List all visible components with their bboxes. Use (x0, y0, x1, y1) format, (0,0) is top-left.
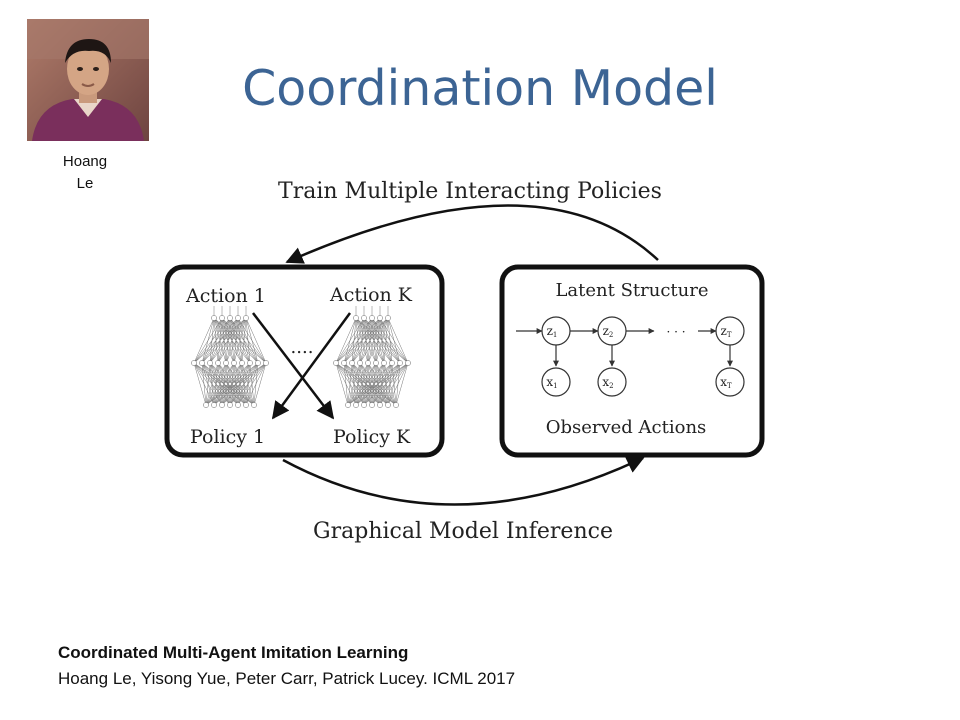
observed-node-2-symbol: x (602, 375, 609, 389)
slide-title: Coordination Model (242, 60, 718, 117)
chain-ellipsis: · · · (666, 325, 685, 339)
citation-authors: Hoang Le, Yisong Yue, Peter Carr, Patric… (58, 669, 516, 688)
latent-node-t-symbol: z (721, 324, 727, 338)
latent-node-1: z1 (541, 316, 571, 346)
person-photo-icon (27, 19, 149, 141)
cross-arrow-action1-to-policyk (252, 312, 335, 420)
presenter-name: Hoang Le (40, 151, 130, 195)
policies-box (164, 264, 445, 458)
observed-node-1-subscript: 1 (553, 382, 557, 390)
latent-structure-label: Latent Structure (555, 280, 708, 301)
top-label: Train Multiple Interacting Policies (278, 179, 662, 204)
observed-node-2: x2 (597, 367, 627, 397)
graphical-model-box (499, 264, 765, 458)
policy-1-label: Policy 1 (190, 426, 265, 448)
latent-node-2-subscript: 2 (609, 331, 613, 339)
cross-arrow-actionk-to-policy1 (271, 312, 352, 420)
svg-text:z1: z1 (547, 324, 558, 339)
citation: Coordinated Multi-Agent Imitation Learni… (58, 640, 918, 692)
svg-text:z2: z2 (603, 324, 614, 339)
latent-node-t: zT (715, 316, 745, 346)
observed-node-t-subscript: T (727, 382, 732, 390)
latent-node-1-subscript: 1 (553, 331, 557, 339)
svg-text:zT: zT (721, 324, 732, 339)
latent-node-2-symbol: z (603, 324, 609, 338)
top-arrow (285, 204, 659, 264)
observed-node-1-symbol: x (546, 375, 553, 389)
latent-node-2: z2 (597, 316, 627, 346)
presenter-first-name: Hoang (62, 153, 108, 170)
observed-node-1: x1 (541, 367, 571, 397)
observed-actions-label: Observed Actions (546, 417, 707, 438)
svg-text:x1: x1 (546, 375, 557, 390)
action-k-label: Action K (329, 284, 413, 306)
networks-ellipsis: .... (291, 337, 314, 358)
svg-text:xT: xT (720, 375, 732, 390)
presenter-last-name: Le (76, 175, 94, 192)
latent-node-t-subscript: T (727, 331, 732, 339)
coordination-diagram: Train Multiple Interacting Policies Grap… (150, 160, 790, 560)
observed-node-t-symbol: x (720, 375, 727, 389)
bottom-label: Graphical Model Inference (313, 519, 613, 544)
policy-k-label: Policy K (333, 426, 411, 448)
policy-1-network-icon (191, 306, 269, 408)
citation-paper-title: Coordinated Multi-Agent Imitation Learni… (58, 643, 409, 662)
policy-k-network-icon (333, 306, 411, 408)
bottom-arrow (282, 456, 645, 506)
latent-node-1-symbol: z (547, 324, 553, 338)
svg-text:x2: x2 (602, 375, 613, 390)
observed-node-2-subscript: 2 (609, 382, 613, 390)
presenter-photo (27, 19, 149, 141)
observed-node-t: xT (715, 367, 745, 397)
action-1-label: Action 1 (185, 285, 266, 307)
